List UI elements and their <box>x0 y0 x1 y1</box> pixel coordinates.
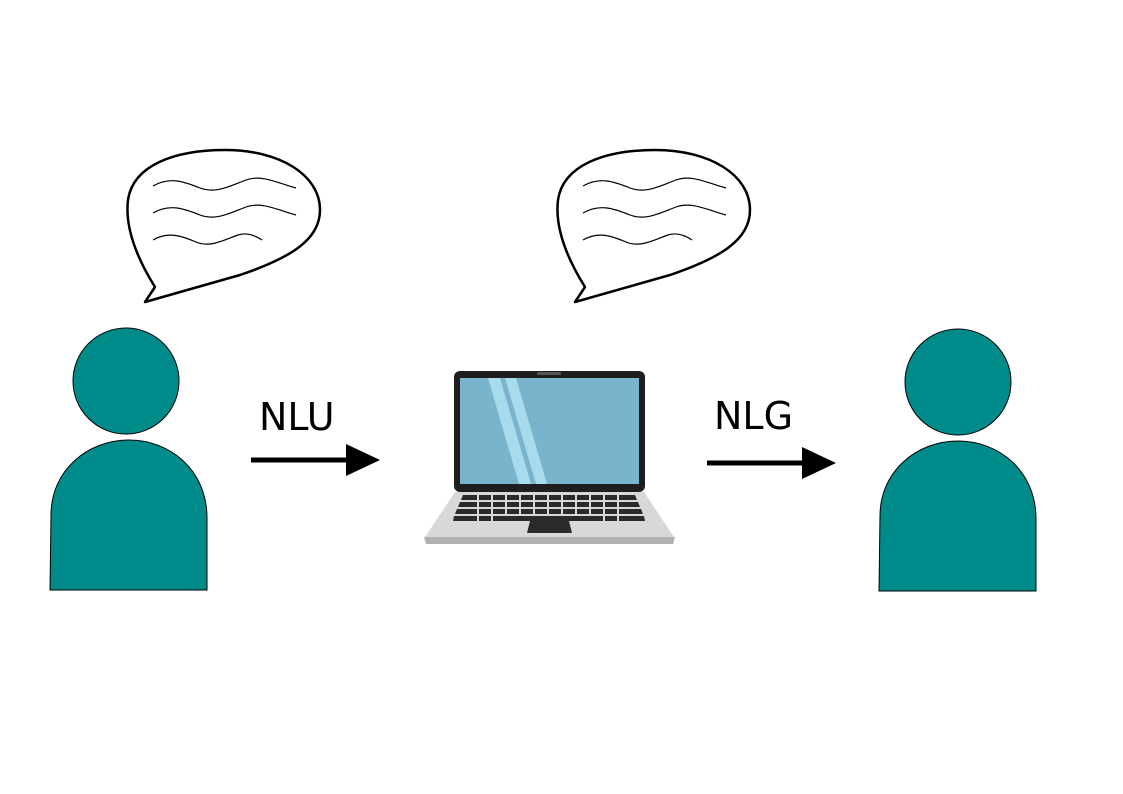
nlg-label: NLG <box>714 394 793 438</box>
person-icon <box>49 327 208 591</box>
laptop-icon <box>424 371 675 544</box>
person-icon <box>878 328 1037 592</box>
speech-bubble-icon <box>556 148 752 304</box>
nlg-arrow <box>707 447 836 479</box>
nlu-arrow <box>251 444 380 476</box>
nlu-label: NLU <box>259 395 335 439</box>
speech-bubble-icon <box>126 148 322 304</box>
